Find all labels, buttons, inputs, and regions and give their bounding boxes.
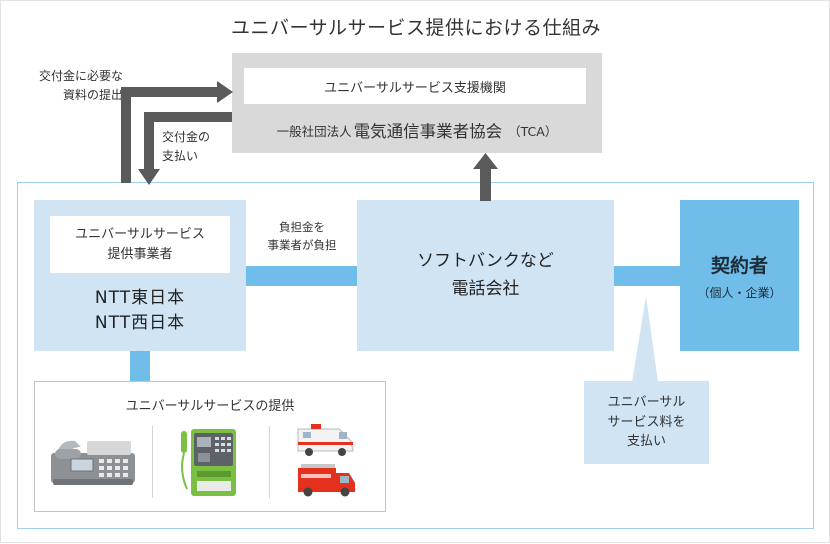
connector-carriers-customer (614, 266, 680, 286)
note-payment-line2: 支払い (162, 149, 199, 164)
arrow-grant-payment (138, 112, 232, 185)
customer-box: 契約者 （個人・企業） (680, 200, 799, 351)
provider-name-east: NTT東日本 (94, 288, 186, 309)
fee-line2: サービス料を (607, 414, 686, 430)
public-payphone-icon (181, 429, 236, 496)
note-grant-payment: 交付金の 支払い (162, 128, 232, 168)
fire-truck-icon (298, 464, 355, 497)
note-submit-documents: 交付金に必要な 資料の提出 (11, 67, 123, 109)
service-divider-2 (269, 426, 270, 498)
ambulance-icon (297, 424, 354, 456)
fee-line1: ユニバーサル (607, 395, 686, 411)
note-submit-line2: 資料の提出 (62, 88, 123, 103)
carriers-line1: ソフトバンクなど (417, 251, 554, 272)
fee-line3: 支払い (626, 434, 666, 450)
diagram-title: ユニバーサルサービス提供における仕組み (230, 16, 602, 39)
provider-label-line1: ユニバーサルサービス (75, 227, 205, 242)
tca-label: ユニバーサルサービス支援機関 (244, 68, 586, 104)
arrow-submit-documents (121, 81, 233, 183)
provider-label: ユニバーサルサービス 提供事業者 (50, 216, 230, 273)
tca-org-prefix: 一般社団法人 (276, 123, 352, 139)
fee-callout-pointer (632, 296, 658, 382)
service-divider-1 (152, 426, 153, 498)
customer-title: 契約者 (710, 254, 768, 277)
tca-organization: 一般社団法人 電気通信事業者協会 （TCA） (232, 113, 602, 147)
tca-org-name: 電気通信事業者協会 (353, 122, 503, 141)
note-payment-line1: 交付金の (162, 130, 211, 144)
connector-provider-carriers (246, 266, 357, 286)
customer-subtitle: （個人・企業） (697, 285, 782, 300)
connector-label: 負担金を 事業者が負担 (248, 217, 356, 257)
carriers-line2: 電話会社 (451, 278, 520, 299)
provider-label-line2: 提供事業者 (107, 246, 173, 262)
provider-names: NTT東日本 NTT西日本 (34, 283, 246, 339)
connector-label-line1: 負担金を (279, 220, 325, 235)
arrow-carriers-to-tca (473, 153, 498, 201)
fee-callout: ユニバーサル サービス料を 支払い (584, 381, 709, 464)
fax-telephone-icon (51, 440, 135, 485)
connector-provider-service (130, 351, 150, 382)
note-submit-line1: 交付金に必要な (38, 69, 123, 83)
tca-org-abbr: （TCA） (508, 123, 558, 139)
carriers-box: ソフトバンクなど 電話会社 (357, 200, 614, 351)
connector-label-line2: 事業者が負担 (267, 238, 337, 252)
provider-name-west: NTT西日本 (94, 313, 186, 333)
service-title: ユニバーサルサービスの提供 (125, 398, 295, 414)
